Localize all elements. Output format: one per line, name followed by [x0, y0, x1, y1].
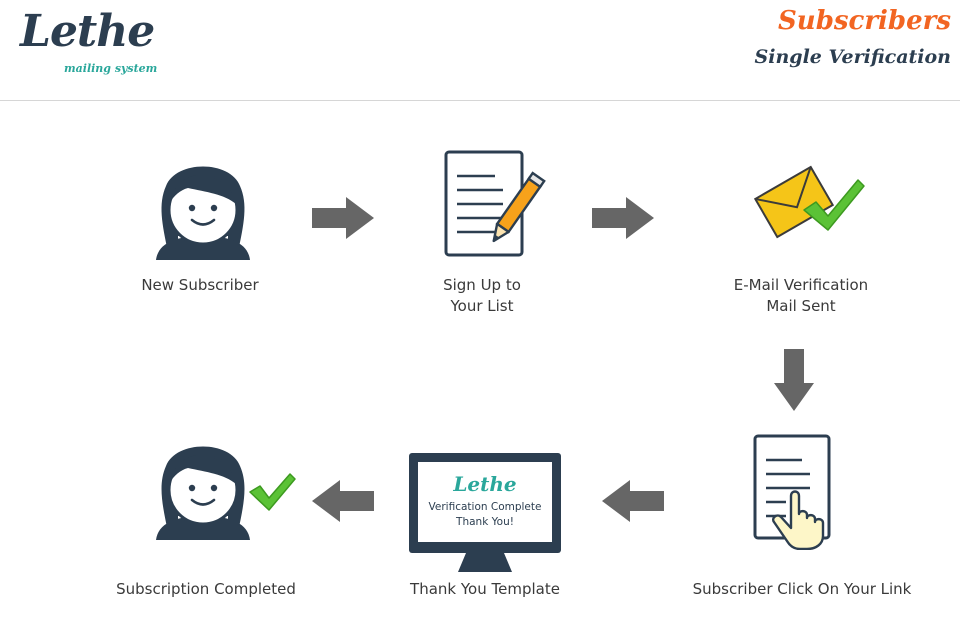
- screen-logo: Lethe: [453, 472, 517, 496]
- step4-text: Subscriber Click On Your Link: [692, 580, 912, 598]
- arrow-right-icon: [312, 197, 374, 239]
- step-completed-label: Subscription Completed: [96, 579, 316, 600]
- step2-line2: Your List: [450, 297, 514, 315]
- step3-line2: Mail Sent: [766, 297, 836, 315]
- step5-text: Thank You Template: [410, 580, 560, 598]
- click-link-icon: [753, 434, 831, 550]
- arrow-right-icon: [592, 197, 654, 239]
- logo-word: Lethe: [20, 6, 155, 57]
- page-subtitle: Single Verification: [754, 46, 951, 68]
- step-click-link-label: Subscriber Click On Your Link: [682, 579, 922, 600]
- step6-text: Subscription Completed: [116, 580, 296, 598]
- verification-email-icon: [753, 165, 865, 239]
- page-title: Subscribers: [778, 6, 951, 36]
- page-header: Lethe mailing system Subscribers Single …: [0, 0, 960, 101]
- step-new-subscriber-label: New Subscriber: [100, 275, 300, 296]
- logo-tagline: mailing system: [64, 62, 158, 75]
- completed-subscriber-icon: [156, 446, 296, 540]
- screen-text-line1: Verification Complete: [428, 501, 542, 513]
- arrow-left-icon: [312, 480, 374, 522]
- lethe-logo[interactable]: Lethe mailing system: [20, 6, 160, 86]
- step3-line1: E-Mail Verification: [733, 276, 869, 294]
- arrow-down-icon: [774, 349, 814, 411]
- step2-line1: Sign Up to: [443, 276, 521, 294]
- screen-text-line2: Thank You!: [456, 516, 514, 528]
- step-thank-you-label: Thank You Template: [385, 579, 585, 600]
- subscriber-icon: [156, 166, 250, 260]
- step-signup-label: Sign Up to Your List: [382, 275, 582, 317]
- step1-text: New Subscriber: [141, 276, 259, 294]
- arrow-left-icon: [602, 480, 664, 522]
- step-email-sent-label: E-Mail Verification Mail Sent: [701, 275, 901, 317]
- signup-form-icon: [444, 150, 546, 257]
- monitor-icon: [409, 453, 561, 572]
